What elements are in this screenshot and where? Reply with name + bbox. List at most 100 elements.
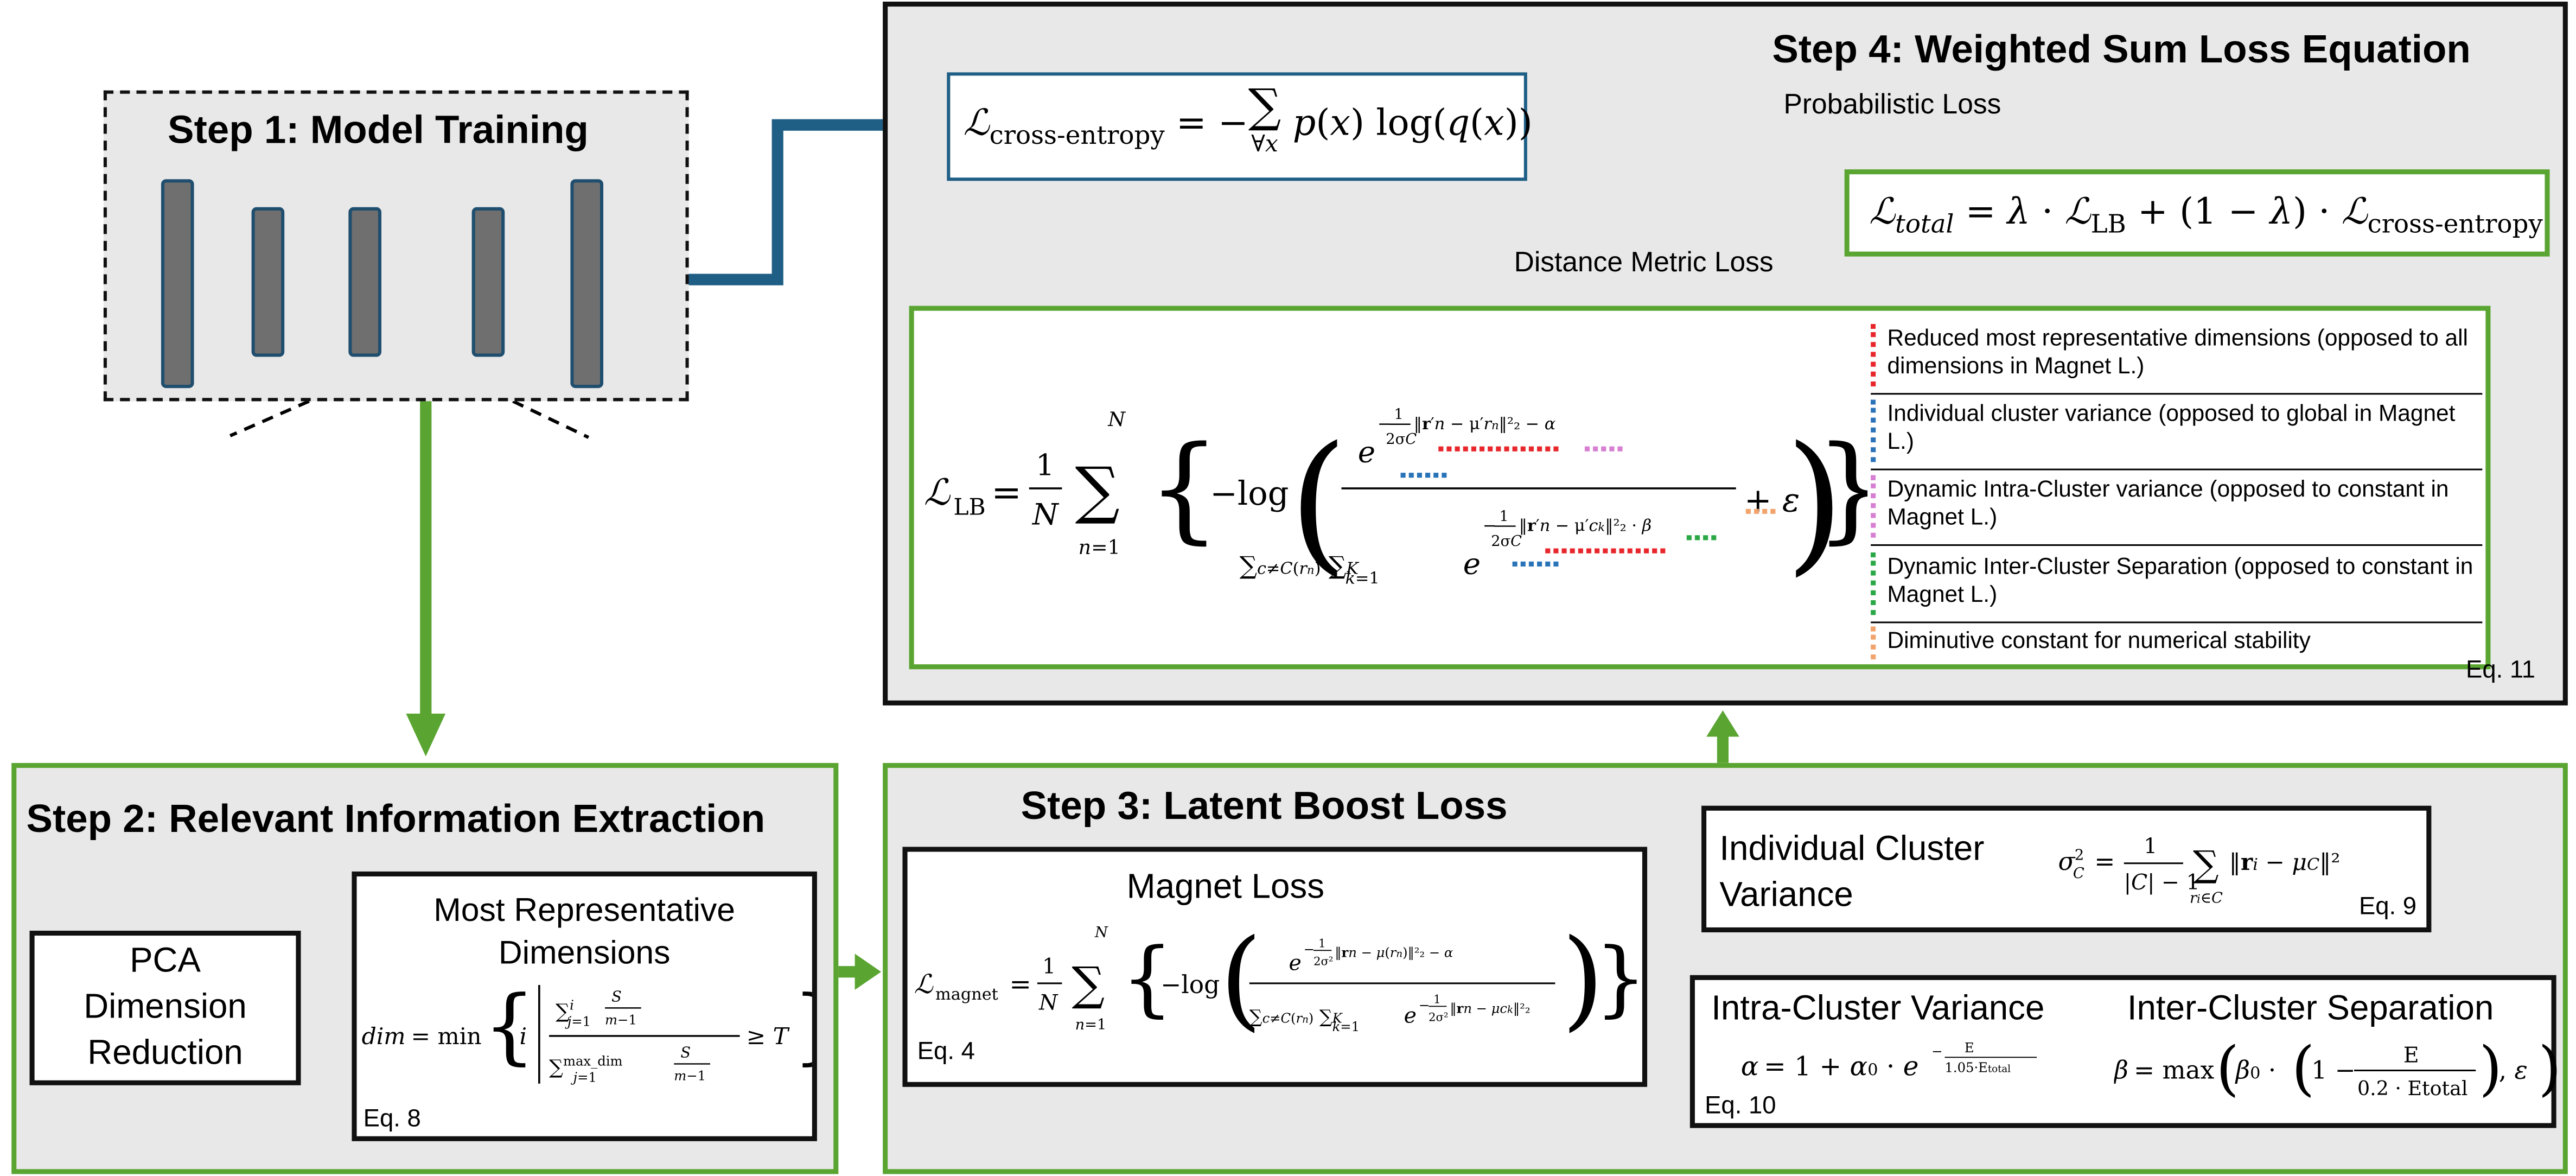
- legend-item: Dynamic Intra-Cluster variance (opposed …: [1871, 475, 2482, 538]
- mrd-label: Most Representative Dimensions: [433, 893, 736, 972]
- legend-item-text: Dynamic Inter-Cluster Separation (oppose…: [1887, 552, 2473, 607]
- svg-text:N: N: [1094, 924, 1108, 941]
- svg-text:{: {: [483, 977, 535, 1073]
- legend-item: Diminutive constant for numerical stabil…: [1871, 626, 2482, 660]
- svg-text:(: (: [1220, 916, 1262, 1042]
- svg-text:2σ²: 2σ²: [1429, 1011, 1448, 1025]
- svg-text:−log: −log: [1210, 475, 1289, 513]
- svg-text:S: S: [680, 1044, 691, 1061]
- svg-text:=: =: [1009, 969, 1031, 1000]
- mrd-box: Most Representative Dimensions dim = min…: [352, 871, 817, 1141]
- svg-text:): ): [2479, 1034, 2502, 1103]
- svg-text:σ: σ: [2058, 847, 2076, 876]
- total-loss-equation: ℒtotal = λ · ℒLB + (1 − λ) · ℒcross-entr…: [1844, 169, 2550, 257]
- legend-item-text: Dynamic Intra-Cluster variance (opposed …: [1887, 475, 2449, 530]
- svg-text:‖rn − μ(rn)‖²₂ − α: ‖rn − μ(rn)‖²₂ − α: [1335, 944, 1453, 961]
- svg-text:e: e: [1289, 951, 1302, 976]
- svg-text:−log: −log: [1161, 970, 1220, 999]
- svg-text:1: 1: [1318, 937, 1326, 950]
- svg-text:= 1 + α0 · e: = 1 + α0 · e: [1764, 1052, 1918, 1082]
- pca-label: PCA Dimension Reduction: [84, 942, 247, 1072]
- magnet-equation: ℒ magnet = 1 N N ∑ n=1 { −log ( e − 1 2σ…: [914, 916, 1637, 1042]
- svg-text:−: −: [1483, 517, 1496, 536]
- svg-text:{: {: [1147, 422, 1221, 556]
- svg-text:C: C: [2073, 865, 2084, 882]
- icv-equation: σ 2 C = 1 |C| − 1 ∑ ri∈C ‖ri − μC‖²: [2058, 834, 2341, 907]
- svg-text:β0 ·: β0 ·: [2235, 1056, 2276, 1085]
- lb-equation: ℒ LB = 1 N N ∑ n=1 { −log ( e − 1 2σC ‖r…: [924, 406, 1867, 590]
- legend-separator: [1871, 544, 2483, 546]
- svg-text:‖ri − μC‖²: ‖ri − μC‖²: [2229, 849, 2341, 876]
- svg-text:ℒ: ℒ: [924, 471, 951, 513]
- svg-text:N: N: [1038, 990, 1059, 1015]
- svg-text:|C| − 1: |C| − 1: [2124, 870, 2200, 895]
- svg-text:∑ij=1: ∑ij=1: [556, 997, 591, 1029]
- svg-text:=: =: [2094, 847, 2115, 876]
- svg-text:2σC: 2σC: [1386, 431, 1417, 448]
- svg-text:N: N: [1031, 497, 1060, 532]
- svg-text:∑: ∑: [1075, 454, 1120, 526]
- step1-title: Step 1: Model Training: [168, 108, 589, 153]
- svg-text:E: E: [1965, 1040, 1974, 1056]
- cross-entropy-equation: ℒcross-entropy = −∑∀x p(x) log(q(x)): [947, 72, 1533, 181]
- svg-text:n=1: n=1: [1079, 536, 1120, 559]
- step4-title: Step 4: Weighted Sum Loss Equation: [1772, 28, 2471, 73]
- svg-text:{: {: [1121, 930, 1173, 1026]
- legend-item: Individual cluster variance (opposed to …: [1871, 399, 2482, 462]
- legend-separator: [1871, 621, 2483, 624]
- svg-text:1.05·Etotal: 1.05·Etotal: [1944, 1060, 2011, 1076]
- legend-item-text: Individual cluster variance (opposed to …: [1887, 399, 2456, 454]
- svg-text:}: }: [1595, 930, 1637, 1026]
- network-layer-1: [161, 179, 194, 389]
- network-layer-5: [570, 179, 604, 389]
- svg-text:, ε: , ε: [2499, 1056, 2528, 1085]
- legend-separator: [1871, 468, 2483, 471]
- svg-text:1 −: 1 −: [2311, 1056, 2355, 1085]
- intra-cluster-label: Intra-Cluster Variance: [1711, 990, 2045, 1028]
- svg-text:dim: dim: [362, 1024, 406, 1050]
- svg-text:≥ T: ≥ T: [747, 1024, 790, 1050]
- icv-eq-tag: Eq. 9: [2358, 893, 2417, 921]
- svg-text:m−1: m−1: [674, 1068, 706, 1084]
- network-layer-3: [348, 207, 381, 357]
- step2-title: Step 2: Relevant Information Extraction: [26, 797, 766, 842]
- alpha-beta-eq-tag: Eq. 10: [1705, 1091, 1776, 1120]
- svg-text:‖r′n − μ′rn‖²₂ − α: ‖r′n − μ′rn‖²₂ − α: [1414, 415, 1555, 434]
- svg-text:e: e: [1358, 434, 1375, 469]
- svg-text:LB: LB: [953, 494, 985, 520]
- svg-text:E: E: [2403, 1042, 2419, 1067]
- svg-text:i: i: [519, 1024, 527, 1050]
- magnet-loss-box: Magnet Loss ℒ magnet = 1 N N ∑ n=1 { −lo…: [902, 847, 1648, 1087]
- step3-title: Step 3: Latent Boost Loss: [1021, 784, 1508, 829]
- inter-cluster-label: Inter-Cluster Separation: [2127, 990, 2494, 1028]
- svg-text:= max: = max: [2134, 1056, 2215, 1085]
- legend-item: Dynamic Inter-Cluster Separation (oppose…: [1871, 552, 2482, 615]
- network-layer-2: [251, 207, 285, 357]
- mrd-eq-tag: Eq. 8: [363, 1105, 421, 1133]
- svg-text:‖r′n − μ′ck‖²₂ · β: ‖r′n − μ′ck‖²₂ · β: [1519, 517, 1652, 536]
- svg-text:magnet: magnet: [935, 985, 998, 1004]
- icv-label: Individual Cluster Variance: [1719, 830, 1985, 914]
- svg-text:1: 1: [1499, 508, 1508, 525]
- svg-text:−: −: [1931, 1043, 1942, 1059]
- svg-text:1: 1: [2144, 834, 2157, 859]
- svg-text:}: }: [792, 977, 812, 1073]
- svg-text:n=1: n=1: [1075, 1016, 1107, 1033]
- legend-separator: [1871, 393, 2483, 395]
- svg-text:e: e: [1463, 546, 1481, 581]
- step4-eq-tag: Eq. 11: [2466, 656, 2536, 684]
- network-layer-4: [471, 207, 505, 357]
- svg-text:α: α: [1741, 1052, 1759, 1082]
- alpha-beta-box: Intra-Cluster Variance Inter-Cluster Sep…: [1689, 975, 2558, 1128]
- distance-metric-loss-label: Distance Metric Loss: [1514, 246, 1774, 278]
- svg-text:N: N: [1107, 408, 1126, 431]
- svg-text:0.2 · Etotal: 0.2 · Etotal: [2357, 1077, 2467, 1100]
- svg-text:β: β: [2114, 1056, 2128, 1085]
- svg-text:}: }: [1815, 422, 1867, 556]
- svg-text:1: 1: [1036, 448, 1055, 482]
- svg-text:‖rn − μck‖²₂: ‖rn − μck‖²₂: [1450, 1000, 1530, 1016]
- pca-box: PCA Dimension Reduction: [29, 930, 301, 1085]
- svg-text:): ): [2538, 1034, 2558, 1103]
